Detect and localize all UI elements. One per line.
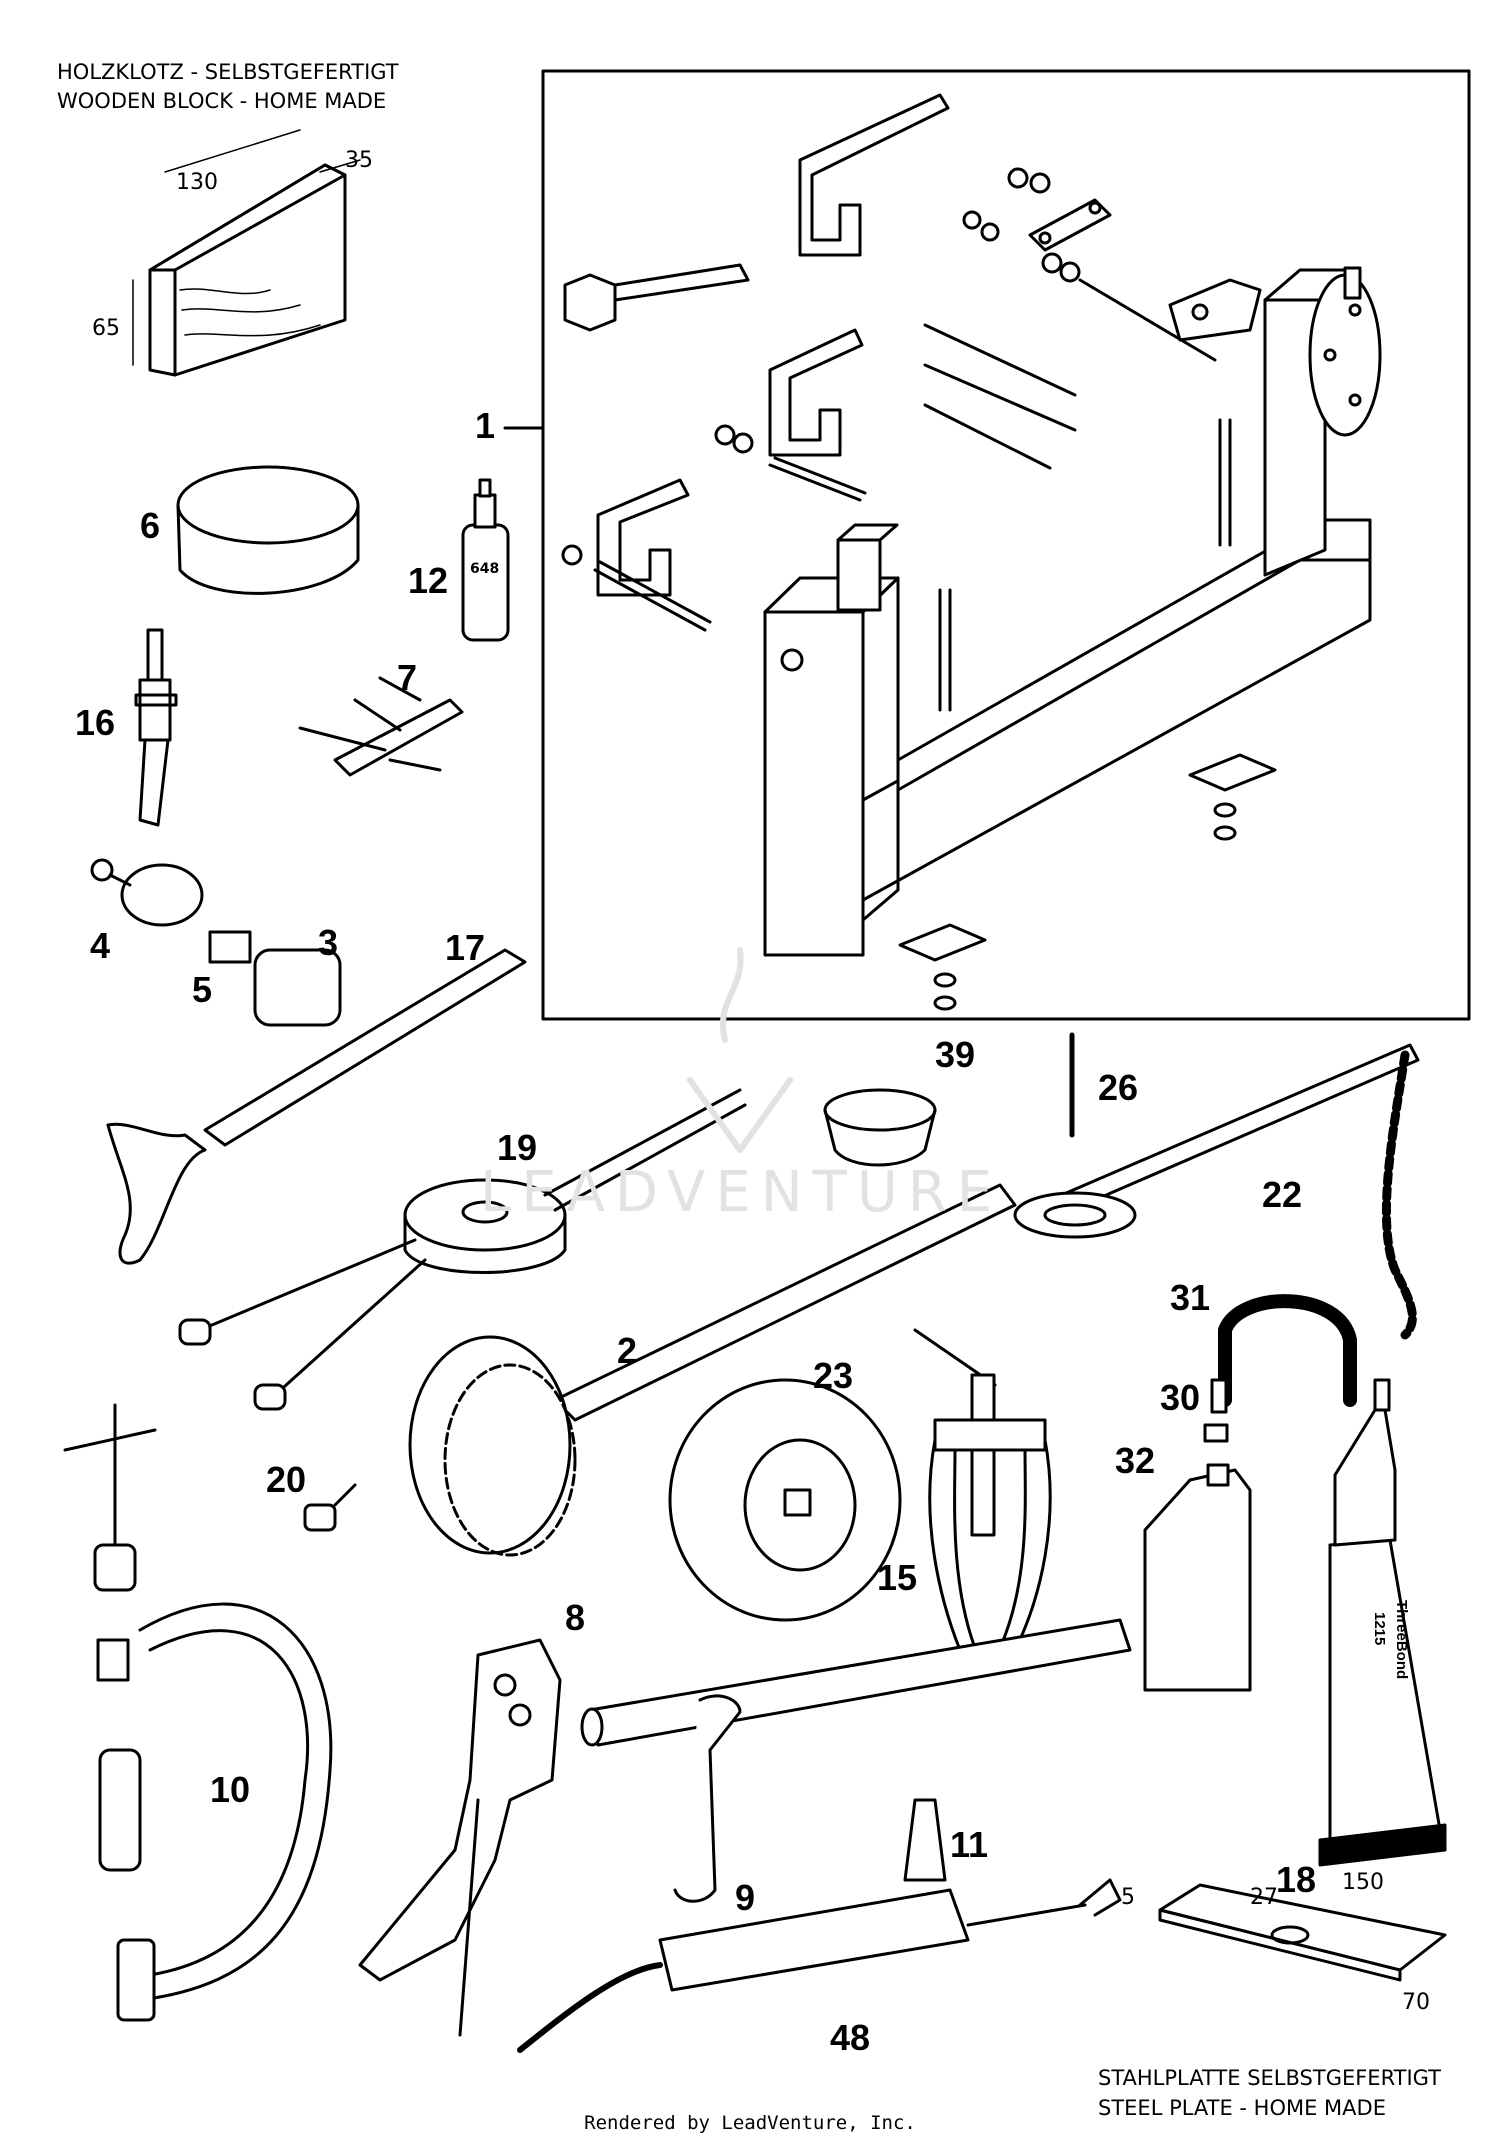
screw-20-icon [303,1483,357,1532]
tool-4-5-3-icon [90,858,342,1027]
callout-7: 7 [397,657,418,698]
callout-20: 20 [266,1459,307,1500]
tool-17-icon [106,948,527,1265]
chain-wrench-22-icon [1013,1043,1420,1340]
callout-22: 22 [1262,1174,1303,1215]
callout-15: 15 [877,1557,918,1598]
puller-16-icon [134,628,178,827]
oil-bottle-icon [1143,1463,1252,1692]
callout-6: 6 [140,505,161,546]
callout-17: 17 [445,927,486,968]
fitting-32-icon [1203,1423,1229,1443]
callout-9: 9 [735,1877,756,1918]
tool-11-icon [903,1798,947,1882]
callout-30: 30 [1160,1377,1201,1418]
watermark-text: LEADVENTURE [480,1160,1003,1225]
steel-plate-note-de: STAHLPLATTE SELBSTGEFERTIGT [1098,2066,1442,2090]
puller-15-icon [913,1328,1052,1652]
threebond-tube-icon [1318,1378,1447,1867]
callout-4: 4 [90,925,111,966]
tube-31-icon [1218,1294,1357,1407]
callout-19: 19 [497,1127,538,1168]
callout-16: 16 [75,702,116,743]
tool-39-icon [823,1088,937,1167]
tube-code-label: 1215 [1371,1612,1388,1646]
assembly-frame-box [541,69,1471,1021]
engine-stand-icon [561,93,1382,1011]
clamp-10-icon [63,1403,333,2022]
watermark-logo [687,947,793,1153]
dim-plate-length: 150 [1342,1870,1384,1895]
callout-23: 23 [813,1355,854,1396]
loctite-code-label: 648 [470,561,500,577]
dim-plate-thickness: 5 [1121,1885,1135,1910]
wooden-block-icon [132,129,361,377]
callout-32: 32 [1115,1440,1156,1481]
loctite-bottle-icon [461,478,510,642]
callout-2: 2 [617,1330,638,1371]
steel-plate-note-en: STEEL PLATE - HOME MADE [1098,2096,1386,2120]
steel-plate-icon [1158,1883,1447,1982]
wooden-block-note-en: WOODEN BLOCK - HOME MADE [57,89,387,113]
tool-7-icon [298,676,464,777]
dim-plate-width: 70 [1402,1990,1430,2015]
callout-39: 39 [935,1034,976,1075]
callout-26: 26 [1098,1067,1139,1108]
callout-1: 1 [475,405,496,446]
footer-credit: Rendered by LeadVenture, Inc. [584,2112,916,2134]
callout-10: 10 [210,1769,251,1810]
tube-brand-label: ThreeBond [1393,1600,1410,1680]
callout-31: 31 [1170,1277,1211,1318]
dim-block-width: 35 [345,148,373,173]
callout-12: 12 [408,560,449,601]
callout-5: 5 [192,969,213,1010]
dim-block-height: 65 [92,316,120,341]
callout-11: 11 [950,1824,989,1865]
callout-8: 8 [565,1597,586,1638]
tool-9-icon [673,1694,742,1903]
callout-48: 48 [830,2017,871,2058]
dim-block-length: 130 [176,170,218,195]
dim-plate-hole: 27 [1250,1885,1278,1910]
fitting-30-icon [1210,1378,1228,1414]
ring-6-icon [176,465,360,595]
rotor-23-icon [668,1378,902,1622]
grease-gun-48-icon [517,1878,1122,2053]
callout-18: 18 [1276,1859,1317,1900]
wooden-block-note-de: HOLZKLOTZ - SELBSTGEFERTIGT [57,60,399,84]
holder-2-icon [408,1183,1017,1557]
callout-3: 3 [318,922,339,963]
